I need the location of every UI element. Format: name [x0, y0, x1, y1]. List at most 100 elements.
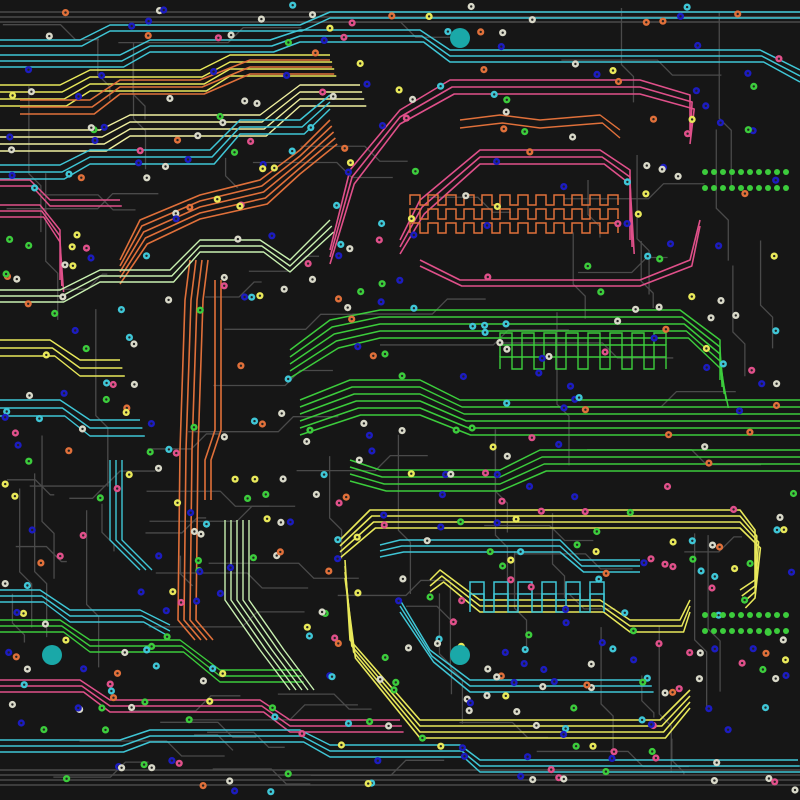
pink-trace — [0, 185, 122, 207]
via-hole — [336, 538, 339, 541]
via-hole — [410, 217, 413, 220]
via-hole — [258, 294, 262, 297]
via-hole — [5, 410, 8, 413]
via-hole — [44, 622, 47, 626]
yellow-trace — [0, 355, 125, 377]
cyan-trace — [379, 539, 640, 561]
pad — [747, 628, 753, 634]
via-hole — [591, 745, 595, 748]
via-hole — [616, 222, 619, 225]
via-hole — [368, 434, 371, 437]
via-hole — [774, 677, 777, 680]
gray-trace — [179, 555, 194, 587]
via-hole — [509, 558, 512, 562]
via-hole — [176, 501, 179, 504]
via-hole — [528, 150, 531, 154]
via-hole — [562, 777, 565, 781]
via-hole — [165, 635, 169, 638]
via-hole — [340, 743, 343, 747]
via-hole — [463, 755, 466, 758]
orange-meander-trace — [409, 222, 619, 234]
yellow-trace — [339, 521, 760, 603]
via-hole — [617, 80, 620, 83]
via-hole — [192, 426, 196, 429]
via-hole — [740, 661, 744, 665]
gray-trace — [561, 59, 722, 76]
via-hole — [279, 521, 283, 524]
via-hole — [11, 94, 14, 97]
via-hole — [784, 658, 787, 662]
cyan-trace — [0, 11, 800, 41]
via-hole — [188, 718, 191, 721]
via-hole — [500, 500, 504, 503]
pad — [774, 628, 780, 634]
via-hole — [574, 62, 577, 66]
via-hole — [218, 115, 222, 118]
gray-trace — [224, 157, 239, 189]
via-hole — [65, 777, 68, 780]
via-hole — [688, 651, 691, 654]
via-hole — [523, 130, 526, 133]
via-hole — [604, 572, 608, 575]
via-hole — [306, 262, 310, 265]
cyan-trace — [0, 735, 800, 767]
pink-trace — [0, 216, 65, 293]
via-hole — [660, 168, 664, 171]
via-hole — [308, 634, 311, 638]
via-hole — [61, 295, 64, 299]
via-hole — [479, 30, 482, 34]
gray-trace — [449, 583, 464, 724]
pad — [756, 612, 762, 618]
via-hole — [623, 611, 626, 614]
orange-meander-trace — [409, 194, 619, 206]
via-hole — [130, 24, 133, 28]
via-hole — [384, 656, 387, 659]
via-hole — [500, 674, 503, 678]
via-hole — [599, 290, 602, 294]
via-hole — [644, 192, 648, 195]
via-hole — [280, 412, 283, 415]
gray-trace — [620, 7, 635, 103]
via-hole — [223, 435, 226, 439]
via-hole — [120, 766, 123, 769]
yellow-trace — [339, 527, 762, 609]
via-hole — [379, 678, 382, 681]
via-hole — [641, 681, 644, 684]
gray-trace — [146, 490, 270, 507]
via-hole — [400, 374, 404, 378]
via-hole — [671, 691, 674, 694]
cyan-meander-trace — [469, 593, 605, 613]
via-hole — [311, 278, 314, 281]
via-hole — [782, 638, 785, 642]
via-hole — [646, 677, 649, 680]
via-hole — [502, 127, 505, 131]
via-hole — [500, 45, 503, 48]
via-hole — [279, 550, 282, 554]
via-hole — [358, 458, 361, 462]
via-hole — [501, 31, 504, 34]
via-hole — [746, 72, 750, 75]
via-hole — [504, 651, 507, 654]
via-hole — [202, 679, 205, 683]
gray-trace — [41, 194, 136, 211]
yellow-trace — [429, 575, 691, 627]
via-hole — [330, 675, 334, 678]
cyan-trace — [0, 17, 800, 47]
via-hole — [531, 778, 534, 781]
via-hole — [601, 641, 604, 644]
via-hole — [147, 19, 150, 23]
via-hole — [519, 775, 522, 778]
gray-trace — [328, 456, 343, 560]
via-hole — [459, 520, 462, 523]
via-hole — [8, 238, 11, 241]
via-hole — [186, 158, 190, 161]
pink-trace — [419, 219, 701, 281]
via-hole — [10, 174, 14, 177]
via-hole — [462, 375, 465, 378]
via-hole — [629, 511, 632, 514]
via-hole — [506, 455, 509, 458]
via-hole — [275, 554, 278, 557]
via-hole — [309, 126, 312, 129]
pink-trace — [419, 225, 701, 287]
green-trace — [289, 330, 728, 402]
